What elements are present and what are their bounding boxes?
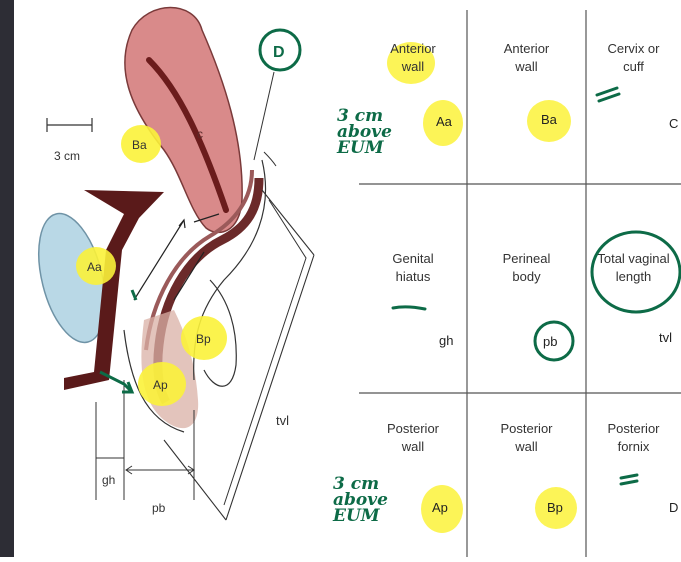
tvl-label: tvl	[276, 413, 289, 428]
cervix-ink-equals	[597, 88, 619, 101]
grid-ink-marks	[359, 0, 681, 557]
scale-label: 3 cm	[54, 149, 80, 163]
ba-label: Ba	[132, 138, 147, 152]
gh-label: gh	[102, 473, 115, 487]
pelvic-diagram: c 3 cm tvl	[14, 0, 359, 557]
d-pointer-line	[254, 72, 274, 160]
d-pointer-tick	[264, 152, 276, 166]
aa-label: Aa	[87, 260, 102, 274]
gh-ink-arrow	[100, 372, 132, 392]
tvl-ink-circle	[592, 232, 680, 312]
cervix-letter: c	[197, 127, 203, 141]
handwritten-note-top: 3 cm above EUM	[337, 108, 392, 156]
popq-grid: Anterior wall Aa Anterior wall Ba Cervix…	[359, 0, 681, 557]
aa-ink-tick	[132, 290, 136, 300]
window-edge	[0, 0, 14, 557]
fornix-ink-equals	[621, 475, 637, 484]
bp-label: Bp	[196, 332, 211, 346]
ap-label: Ap	[153, 378, 168, 392]
scale-bar	[47, 118, 92, 132]
pelvic-diagram-svg: c 3 cm tvl	[14, 0, 359, 557]
handwritten-note-bottom: 3 cm above EUM	[333, 476, 388, 524]
pb-ink-circle	[535, 322, 573, 360]
d-label: D	[273, 44, 285, 61]
hiatus-ink-underline	[393, 307, 425, 309]
pb-label: pb	[152, 501, 166, 515]
